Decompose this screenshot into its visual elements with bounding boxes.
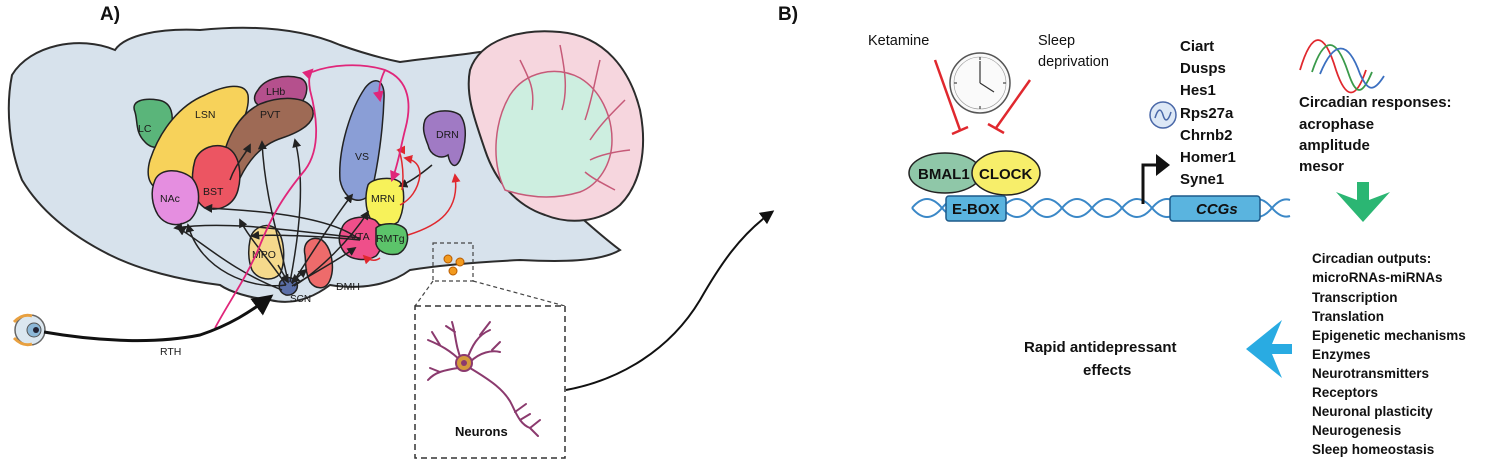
clock-icon — [949, 52, 1011, 114]
clock-protein — [971, 150, 1041, 196]
brain-outline — [7, 26, 622, 303]
label-lsn: LSN — [195, 109, 215, 121]
region-bst — [191, 144, 241, 210]
neuron-dot — [455, 257, 465, 267]
ccgs-element — [1169, 195, 1261, 222]
output-receptors: Receptors — [1312, 385, 1378, 400]
gene-homer1: Homer1 — [1180, 149, 1236, 166]
cerebellum-folia — [495, 70, 613, 198]
down-arrow-icon — [1336, 182, 1390, 222]
connector-arrow — [565, 210, 775, 391]
projection-arrows — [173, 138, 433, 291]
red-projections — [362, 145, 461, 265]
response-amplitude: amplitude — [1299, 137, 1370, 154]
output-sleep-homeostasis: Sleep homeostasis — [1312, 442, 1434, 457]
effects-line1: Rapid antidepressant — [1024, 339, 1177, 356]
region-drn — [422, 110, 466, 167]
bmal1-label: BMAL1 — [918, 166, 970, 183]
rth-arrow — [43, 294, 274, 343]
ebox-element — [945, 195, 1007, 222]
eye-icon — [12, 313, 46, 347]
neuron-icon — [427, 321, 541, 437]
response-acrophase: acrophase — [1299, 116, 1374, 133]
panel-b-label: B) — [778, 4, 798, 25]
output-enzymes: Enzymes — [1312, 347, 1371, 362]
effects-line2: effects — [1083, 362, 1131, 379]
panel-a-label: A) — [100, 4, 120, 25]
rth-label: RTH — [160, 346, 181, 358]
label-nac: NAc — [160, 193, 180, 205]
zoom-line — [472, 280, 566, 307]
label-scn: SCN — [290, 294, 311, 305]
neuron-dot — [443, 254, 453, 264]
sleep-deprivation-line2: deprivation — [1038, 54, 1109, 70]
left-arrow-icon — [1246, 320, 1292, 378]
output-transcription: Transcription — [1312, 290, 1398, 305]
outputs-title: Circadian outputs: — [1312, 251, 1431, 266]
sleep-deprivation-line1: Sleep — [1038, 33, 1075, 49]
cerebellum-folia-lines — [519, 44, 631, 191]
gene-rps27a: Rps27a — [1180, 105, 1234, 122]
responses-title: Circadian responses: — [1299, 94, 1452, 111]
pink-pathways — [214, 64, 410, 329]
region-rmtg — [375, 223, 409, 256]
circadian-waves-icon — [1299, 39, 1385, 94]
gene-syne1: Syne1 — [1180, 171, 1224, 188]
label-mrn: MRN — [371, 193, 395, 205]
output-epigenetic: Epigenetic mechanisms — [1312, 328, 1466, 343]
zoom-line — [414, 280, 434, 307]
label-rmtg: RMTg — [376, 233, 405, 245]
gene-chrnb2: Chrnb2 — [1180, 127, 1233, 144]
neuron-sample-box — [432, 242, 474, 282]
output-plasticity: Neuronal plasticity — [1312, 404, 1433, 419]
neuron-nucleus — [461, 360, 467, 366]
gene-dusps: Dusps — [1180, 60, 1226, 77]
ketamine-label: Ketamine — [868, 33, 929, 49]
ebox-label: E-BOX — [952, 201, 1000, 218]
gene-hes1: Hes1 — [1180, 82, 1216, 99]
label-pvt: PVT — [260, 109, 281, 121]
oscillation-icon — [1149, 101, 1177, 129]
label-lc: LC — [138, 123, 152, 135]
label-drn: DRN — [436, 129, 459, 141]
clock-label: CLOCK — [979, 166, 1032, 183]
label-bst: BST — [203, 186, 224, 198]
ccgs-label: CCGs — [1196, 201, 1238, 218]
inhibition-arrows — [933, 59, 1032, 136]
label-lhb: LHb — [266, 86, 285, 98]
label-dmh: DMH — [336, 281, 360, 293]
output-neurotransmitters: Neurotransmitters — [1312, 366, 1429, 381]
output-translation: Translation — [1312, 309, 1384, 324]
transcription-arrowhead — [1156, 154, 1170, 176]
gene-ciart: Ciart — [1180, 38, 1214, 55]
output-mirnas: microRNAs-miRNAs — [1312, 270, 1443, 285]
transcription-arrow — [1141, 163, 1158, 204]
region-nac — [151, 170, 200, 226]
response-mesor: mesor — [1299, 158, 1344, 175]
label-vs: VS — [355, 151, 369, 163]
neuron-dot — [448, 266, 458, 276]
output-neurogenesis: Neurogenesis — [1312, 423, 1401, 438]
neurons-label: Neurons — [455, 424, 508, 439]
